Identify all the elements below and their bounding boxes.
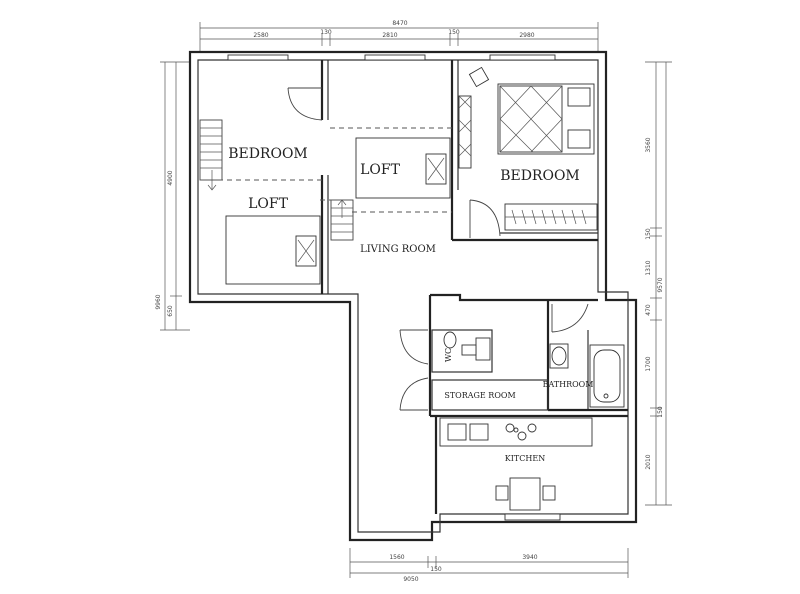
dimension-lines-left: 9960 4900 650 <box>155 61 190 331</box>
label-bedroom-left: BEDROOM <box>228 146 308 162</box>
stairs-left <box>199 119 223 191</box>
dim-bottom-seg1: 1560 <box>389 554 404 561</box>
room-labels: BEDROOM LOFT LOFT BEDROOM LIVING ROOM WC… <box>228 146 593 463</box>
dim-top-total: 8470 <box>392 20 407 27</box>
sink-bathroom <box>549 343 569 369</box>
dim-left-total: 9960 <box>155 294 162 309</box>
dim-top-seg4: 150 <box>448 29 460 36</box>
dim-right-seg6: 150 <box>657 406 664 418</box>
dimension-lines-right: 3560 150 1310 9570 470 1700 150 2010 <box>645 61 672 506</box>
dim-top-seg1: 2580 <box>253 32 268 39</box>
label-wc: WC <box>444 348 453 362</box>
label-bathroom: BATHROOM <box>543 380 594 389</box>
stairs-center <box>330 199 354 241</box>
dim-left-lower: 650 <box>167 305 174 317</box>
dim-right-seg3: 1310 <box>645 260 652 275</box>
bathtub <box>589 344 625 408</box>
doors <box>287 87 589 411</box>
interior-walls <box>320 60 628 514</box>
label-loft-center: LOFT <box>360 162 400 178</box>
wardrobe-right-bedroom <box>504 203 598 231</box>
bed-center <box>355 137 451 199</box>
kitchen-counter <box>439 417 593 447</box>
outer-walls <box>188 50 638 542</box>
label-kitchen: KITCHEN <box>505 454 545 463</box>
dim-right-seg7: 2010 <box>645 454 652 469</box>
dim-top-seg3: 2810 <box>382 32 397 39</box>
dim-bottom-seg2: 150 <box>430 566 442 573</box>
toilet <box>443 331 491 361</box>
label-loft-left: LOFT <box>248 196 288 212</box>
dining-table <box>495 477 556 511</box>
dim-right-seg2: 150 <box>645 228 652 240</box>
dim-top-seg2: 130 <box>320 29 332 36</box>
dim-bottom-total: 9050 <box>403 576 418 583</box>
dim-right-total: 9570 <box>657 277 664 292</box>
dim-top-seg5: 2980 <box>519 32 534 39</box>
dimension-lines-top: 8470 2580 130 2810 150 2980 <box>199 20 599 52</box>
desk-right-bedroom <box>458 66 490 169</box>
bed-left <box>225 215 321 285</box>
windows-top <box>227 54 561 521</box>
dim-right-seg1: 3560 <box>645 137 652 152</box>
dim-right-seg4: 470 <box>645 304 652 316</box>
dim-bottom-seg3: 3940 <box>522 554 537 561</box>
dimension-lines-bottom: 1560 3940 9050 150 <box>349 548 629 583</box>
dim-right-seg5: 1700 <box>645 356 652 371</box>
label-living-room: LIVING ROOM <box>360 244 436 255</box>
label-bedroom-right: BEDROOM <box>500 168 580 184</box>
dim-left-upper: 4900 <box>167 170 174 185</box>
loft-outlines <box>200 127 452 213</box>
bed-right <box>497 83 595 155</box>
label-storage-room: STORAGE ROOM <box>444 391 515 400</box>
